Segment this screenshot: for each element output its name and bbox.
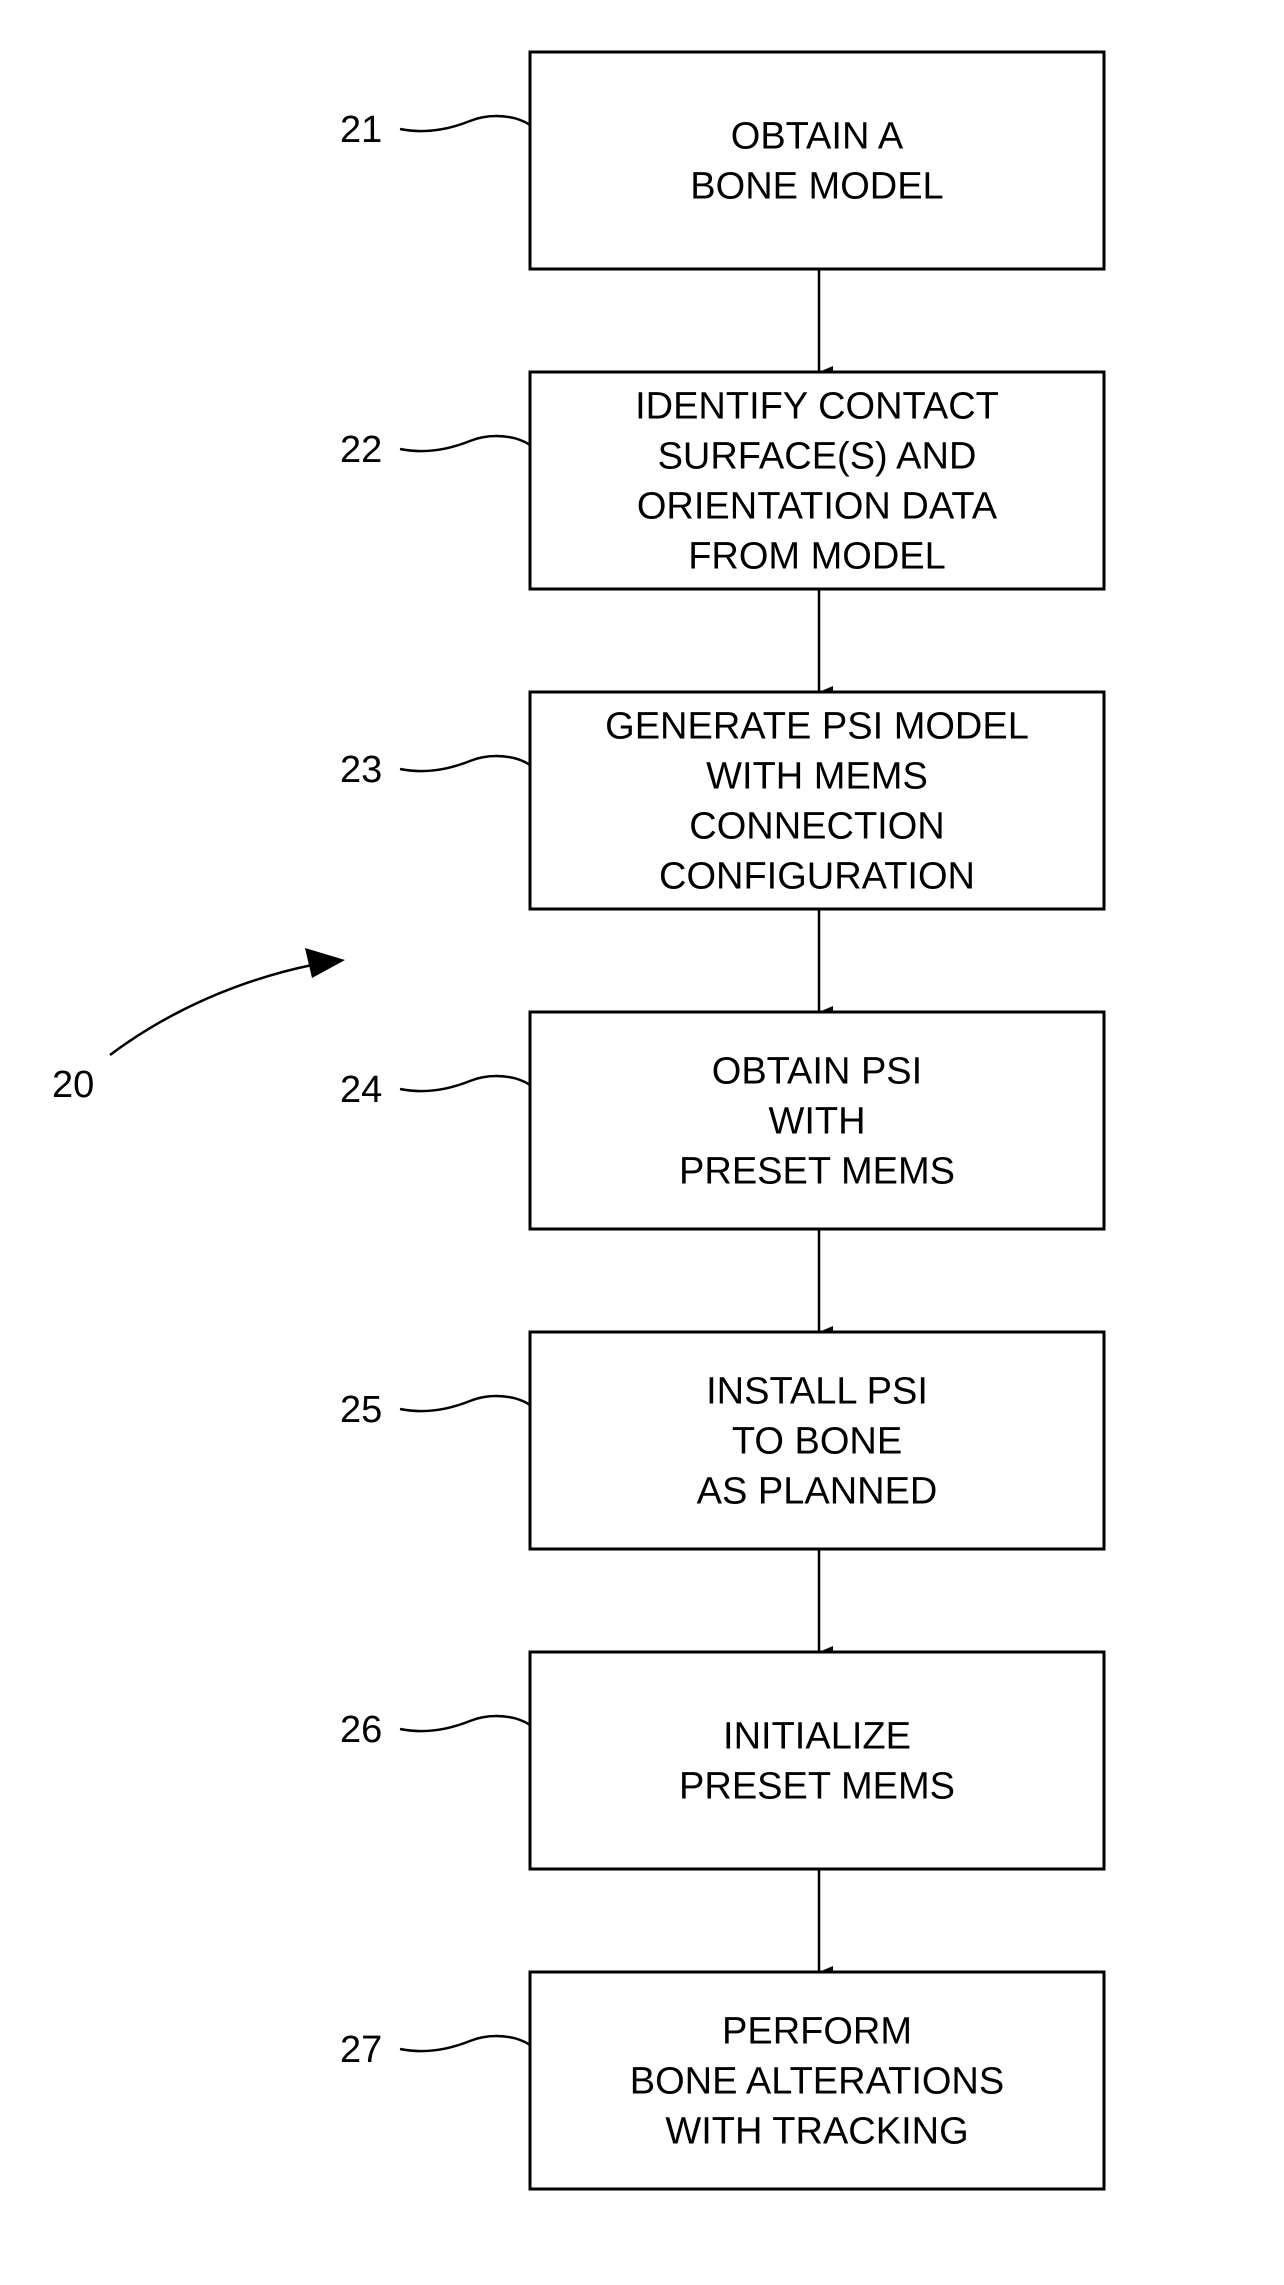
figure-pointer-arrowhead [305,948,345,978]
step-leader-line [400,436,530,451]
step-leader-line [400,2036,530,2051]
step-21: OBTAIN A BONE MODEL 21 [340,52,1104,372]
step-ref-number: 27 [340,2029,382,2071]
step-text-line: PRESET MEMS [679,1766,955,1808]
step-25: INSTALL PSI TO BONE AS PLANNED 25 [340,1332,1104,1652]
step-text-line: PRESET MEMS [679,1151,955,1193]
step-text-line: WITH [768,1101,865,1143]
step-text-line: BONE ALTERATIONS [630,2061,1004,2103]
step-22: IDENTIFY CONTACT SURFACE(S) AND ORIENTATIO… [340,372,1104,692]
step-text-line: WITH TRACKING [665,2111,968,2153]
step-leader-line [400,116,530,131]
figure-pointer-arrow [110,965,312,1055]
step-text-line: TO BONE [732,1421,902,1463]
step-ref-number: 23 [340,749,382,791]
step-leader-line [400,1716,530,1731]
step-ref-number: 24 [340,1069,382,1111]
step-text-line: CONFIGURATION [659,856,975,898]
step-ref-number: 21 [340,109,382,151]
figure-reference: 20 [52,948,345,1106]
step-text-line: INITIALIZE [723,1716,911,1758]
step-ref-number: 22 [340,429,382,471]
step-text-line: IDENTIFY CONTACT [635,386,999,428]
step-box [530,52,1104,269]
step-23: GENERATE PSI MODEL WITH MEMS CONNECTION CON… [340,692,1104,1012]
step-text-line: AS PLANNED [697,1471,938,1513]
step-26: INITIALIZE PRESET MEMS 26 [340,1652,1104,1972]
step-text-line: SURFACE(S) AND [658,436,977,478]
step-text-line: CONNECTION [689,806,944,848]
step-24: OBTAIN PSI WITH PRESET MEMS 24 [340,1012,1104,1332]
step-27: PERFORM BONE ALTERATIONS WITH TRACKING 27 [340,1972,1104,2189]
step-text-line: OBTAIN PSI [712,1051,922,1093]
step-text-line: OBTAIN A [731,116,904,158]
step-text-line: PERFORM [722,2011,912,2053]
step-text-line: INSTALL PSI [706,1371,928,1413]
step-text-line: GENERATE PSI MODEL [605,706,1029,748]
step-leader-line [400,756,530,771]
figure-label: 20 [52,1064,94,1106]
step-ref-number: 26 [340,1709,382,1751]
step-text-line: WITH MEMS [706,756,928,798]
step-text-line: BONE MODEL [690,166,943,208]
step-leader-line [400,1076,530,1091]
steps-layer: OBTAIN A BONE MODEL 21IDENTIFY CONTACT SURF… [340,52,1104,2189]
step-leader-line [400,1396,530,1411]
step-text-line: FROM MODEL [688,536,946,578]
step-box [530,1652,1104,1869]
step-text-line: ORIENTATION DATA [637,486,998,528]
step-ref-number: 25 [340,1389,382,1431]
